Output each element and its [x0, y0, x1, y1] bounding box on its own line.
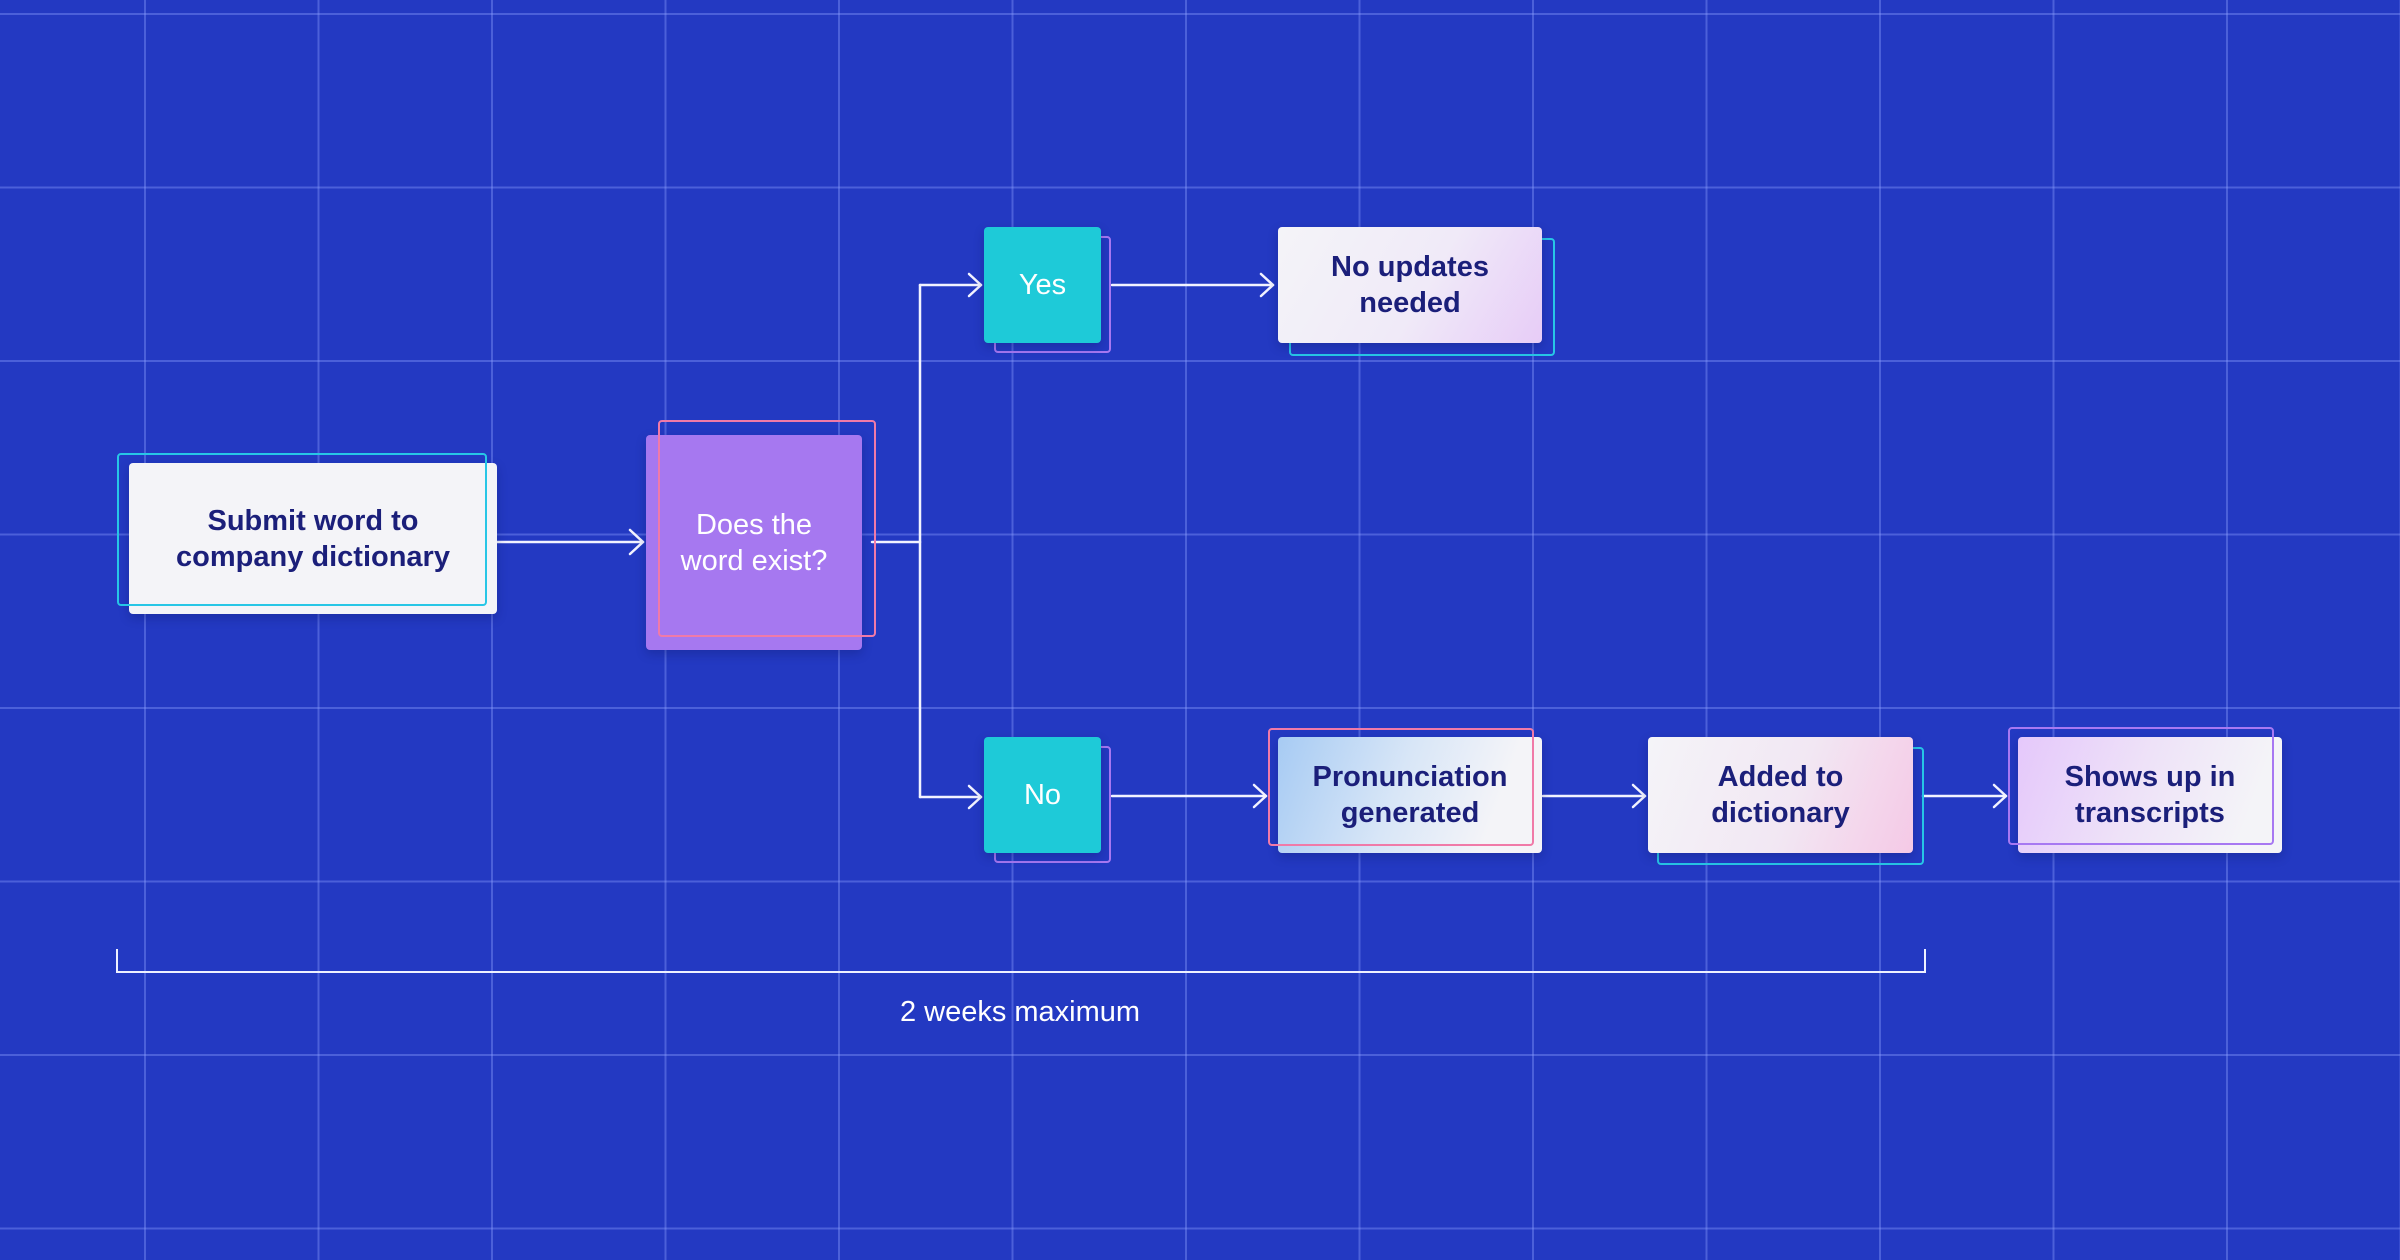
node-no-box: No [984, 737, 1101, 853]
node-word-exists-box: Does the word exist? [646, 435, 862, 650]
node-pronunciation-outline [1268, 728, 1534, 846]
timeline-label: 2 weeks maximum [899, 996, 1141, 1028]
node-pronunciation-box: Pronunciation generated [1278, 737, 1542, 853]
node-submit-word-box: Submit word to company dictionary [129, 463, 497, 614]
node-word-exists: Does the word exist? [646, 420, 876, 650]
arrow-added-to-shows-up [1921, 783, 2008, 809]
node-submit-word-outline [117, 453, 487, 606]
node-no-updates-box: No updates needed [1278, 227, 1542, 343]
arrow-submit-to-exists [495, 528, 645, 556]
node-no-label: No [1023, 779, 1062, 811]
arrow-yes-to-no-updates [1110, 272, 1275, 298]
node-shows-up-box: Shows up in transcripts [2018, 737, 2282, 853]
arrow-no-to-pronunciation [1110, 783, 1268, 809]
node-yes: Yes [984, 227, 1111, 353]
node-added-label: Added to dictionary [1711, 761, 1850, 829]
node-added-box: Added to dictionary [1648, 737, 1913, 853]
node-added: Added to dictionary [1648, 737, 1924, 865]
node-no-updates-label: No updates needed [1331, 251, 1489, 319]
timeline-bracket [116, 949, 1926, 973]
arrow-pronunciation-to-added [1541, 783, 1647, 809]
node-pronunciation-label: Pronunciation generated [1312, 761, 1508, 829]
node-word-exists-label: Does the word exist? [680, 508, 828, 577]
node-no: No [984, 737, 1111, 863]
arrow-branch-to-yes [918, 272, 983, 298]
node-shows-up-label: Shows up in transcripts [2064, 761, 2236, 829]
node-shows-up-outline [2008, 727, 2274, 845]
node-yes-box: Yes [984, 227, 1101, 343]
node-pronunciation: Pronunciation generated [1268, 728, 1542, 853]
node-submit-word-label: Submit word to company dictionary [176, 504, 450, 573]
node-no-updates: No updates needed [1278, 227, 1555, 356]
connector-exists-branch [870, 283, 922, 799]
arrow-branch-to-no [918, 784, 983, 810]
node-shows-up: Shows up in transcripts [2008, 727, 2282, 853]
node-submit-word: Submit word to company dictionary [117, 453, 497, 614]
node-word-exists-outline [658, 420, 876, 637]
node-yes-label: Yes [1018, 269, 1067, 301]
